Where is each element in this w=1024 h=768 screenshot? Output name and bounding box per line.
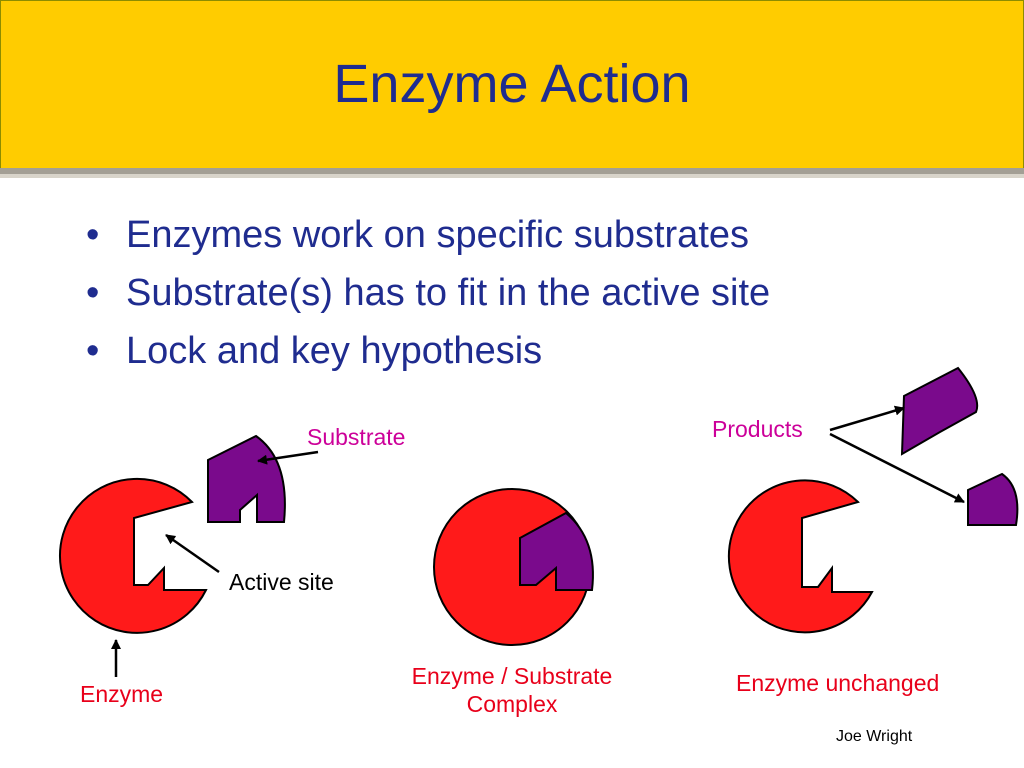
bullet-list: Enzymes work on specific substrates Subs…: [86, 206, 770, 380]
products-pointer-lower: [829, 432, 965, 504]
substrate-label: Substrate: [307, 424, 406, 450]
product-lower-shape: [967, 472, 1019, 526]
enzyme-shape: [59, 477, 208, 634]
bullet-item: Enzymes work on specific substrates: [86, 206, 770, 264]
unchanged-enzyme-shape: [727, 479, 874, 634]
complex-label: Enzyme / Substrate Complex: [411, 663, 613, 717]
enzyme-unchanged-label: Enzyme unchanged: [736, 670, 940, 696]
product-upper-shape: [900, 366, 979, 456]
divider-shadow: [0, 174, 1024, 178]
title-band: [0, 0, 1024, 169]
substrate-shape: [207, 434, 286, 523]
substrate-pointer: [257, 450, 319, 465]
bullet-item: Lock and key hypothesis: [86, 322, 770, 380]
complex-substrate-shape: [519, 511, 594, 591]
enzyme-label: Enzyme: [80, 681, 164, 707]
author-credit: Joe Wright: [836, 728, 913, 745]
active-site-pointer: [165, 533, 220, 574]
slide-title: Enzyme Action: [333, 54, 691, 114]
divider-line: [0, 168, 1024, 174]
products-label: Products: [712, 416, 803, 442]
active-site-label: Active site: [229, 569, 334, 595]
products-pointer-upper: [829, 405, 905, 432]
bullet-item: Substrate(s) has to fit in the active si…: [86, 264, 770, 322]
